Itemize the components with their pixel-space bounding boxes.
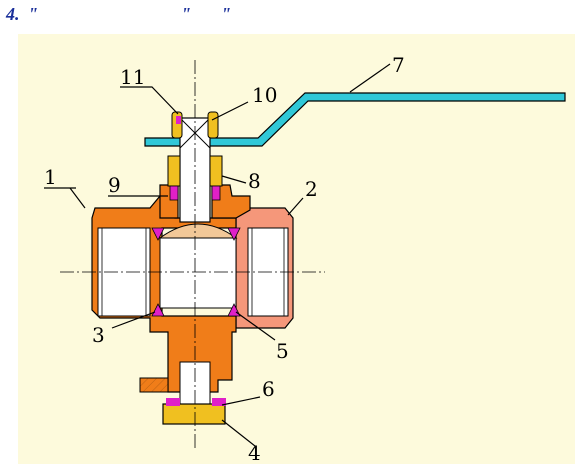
- callout-5: 5: [276, 339, 289, 363]
- callout-11: 11: [120, 65, 145, 89]
- leader-lines: [44, 63, 391, 447]
- callout-9: 9: [108, 173, 121, 197]
- heading-quote: ": [221, 4, 231, 24]
- seat-ring: [151, 303, 165, 317]
- callout-6: 6: [262, 377, 275, 401]
- stem-packing: [169, 185, 179, 201]
- bottom-seal: [166, 398, 180, 406]
- callout-2: 2: [305, 177, 318, 201]
- seat-ring: [151, 227, 165, 241]
- bottom-plug: [162, 403, 226, 425]
- heading-quote: ": [181, 4, 191, 24]
- center-lines: [60, 60, 325, 450]
- seat-ring: [227, 227, 241, 241]
- callout-8: 8: [248, 169, 261, 193]
- figure-number: 4.: [6, 4, 20, 24]
- gland-nut: [167, 155, 181, 187]
- callout-3: 3: [92, 323, 105, 347]
- callout-4: 4: [248, 441, 261, 465]
- callout-7: 7: [392, 53, 405, 77]
- callout-10: 10: [252, 83, 277, 107]
- callout-1: 1: [44, 165, 57, 189]
- washer: [176, 116, 181, 124]
- top-nut: [171, 111, 183, 139]
- heading-quote: ": [28, 4, 38, 24]
